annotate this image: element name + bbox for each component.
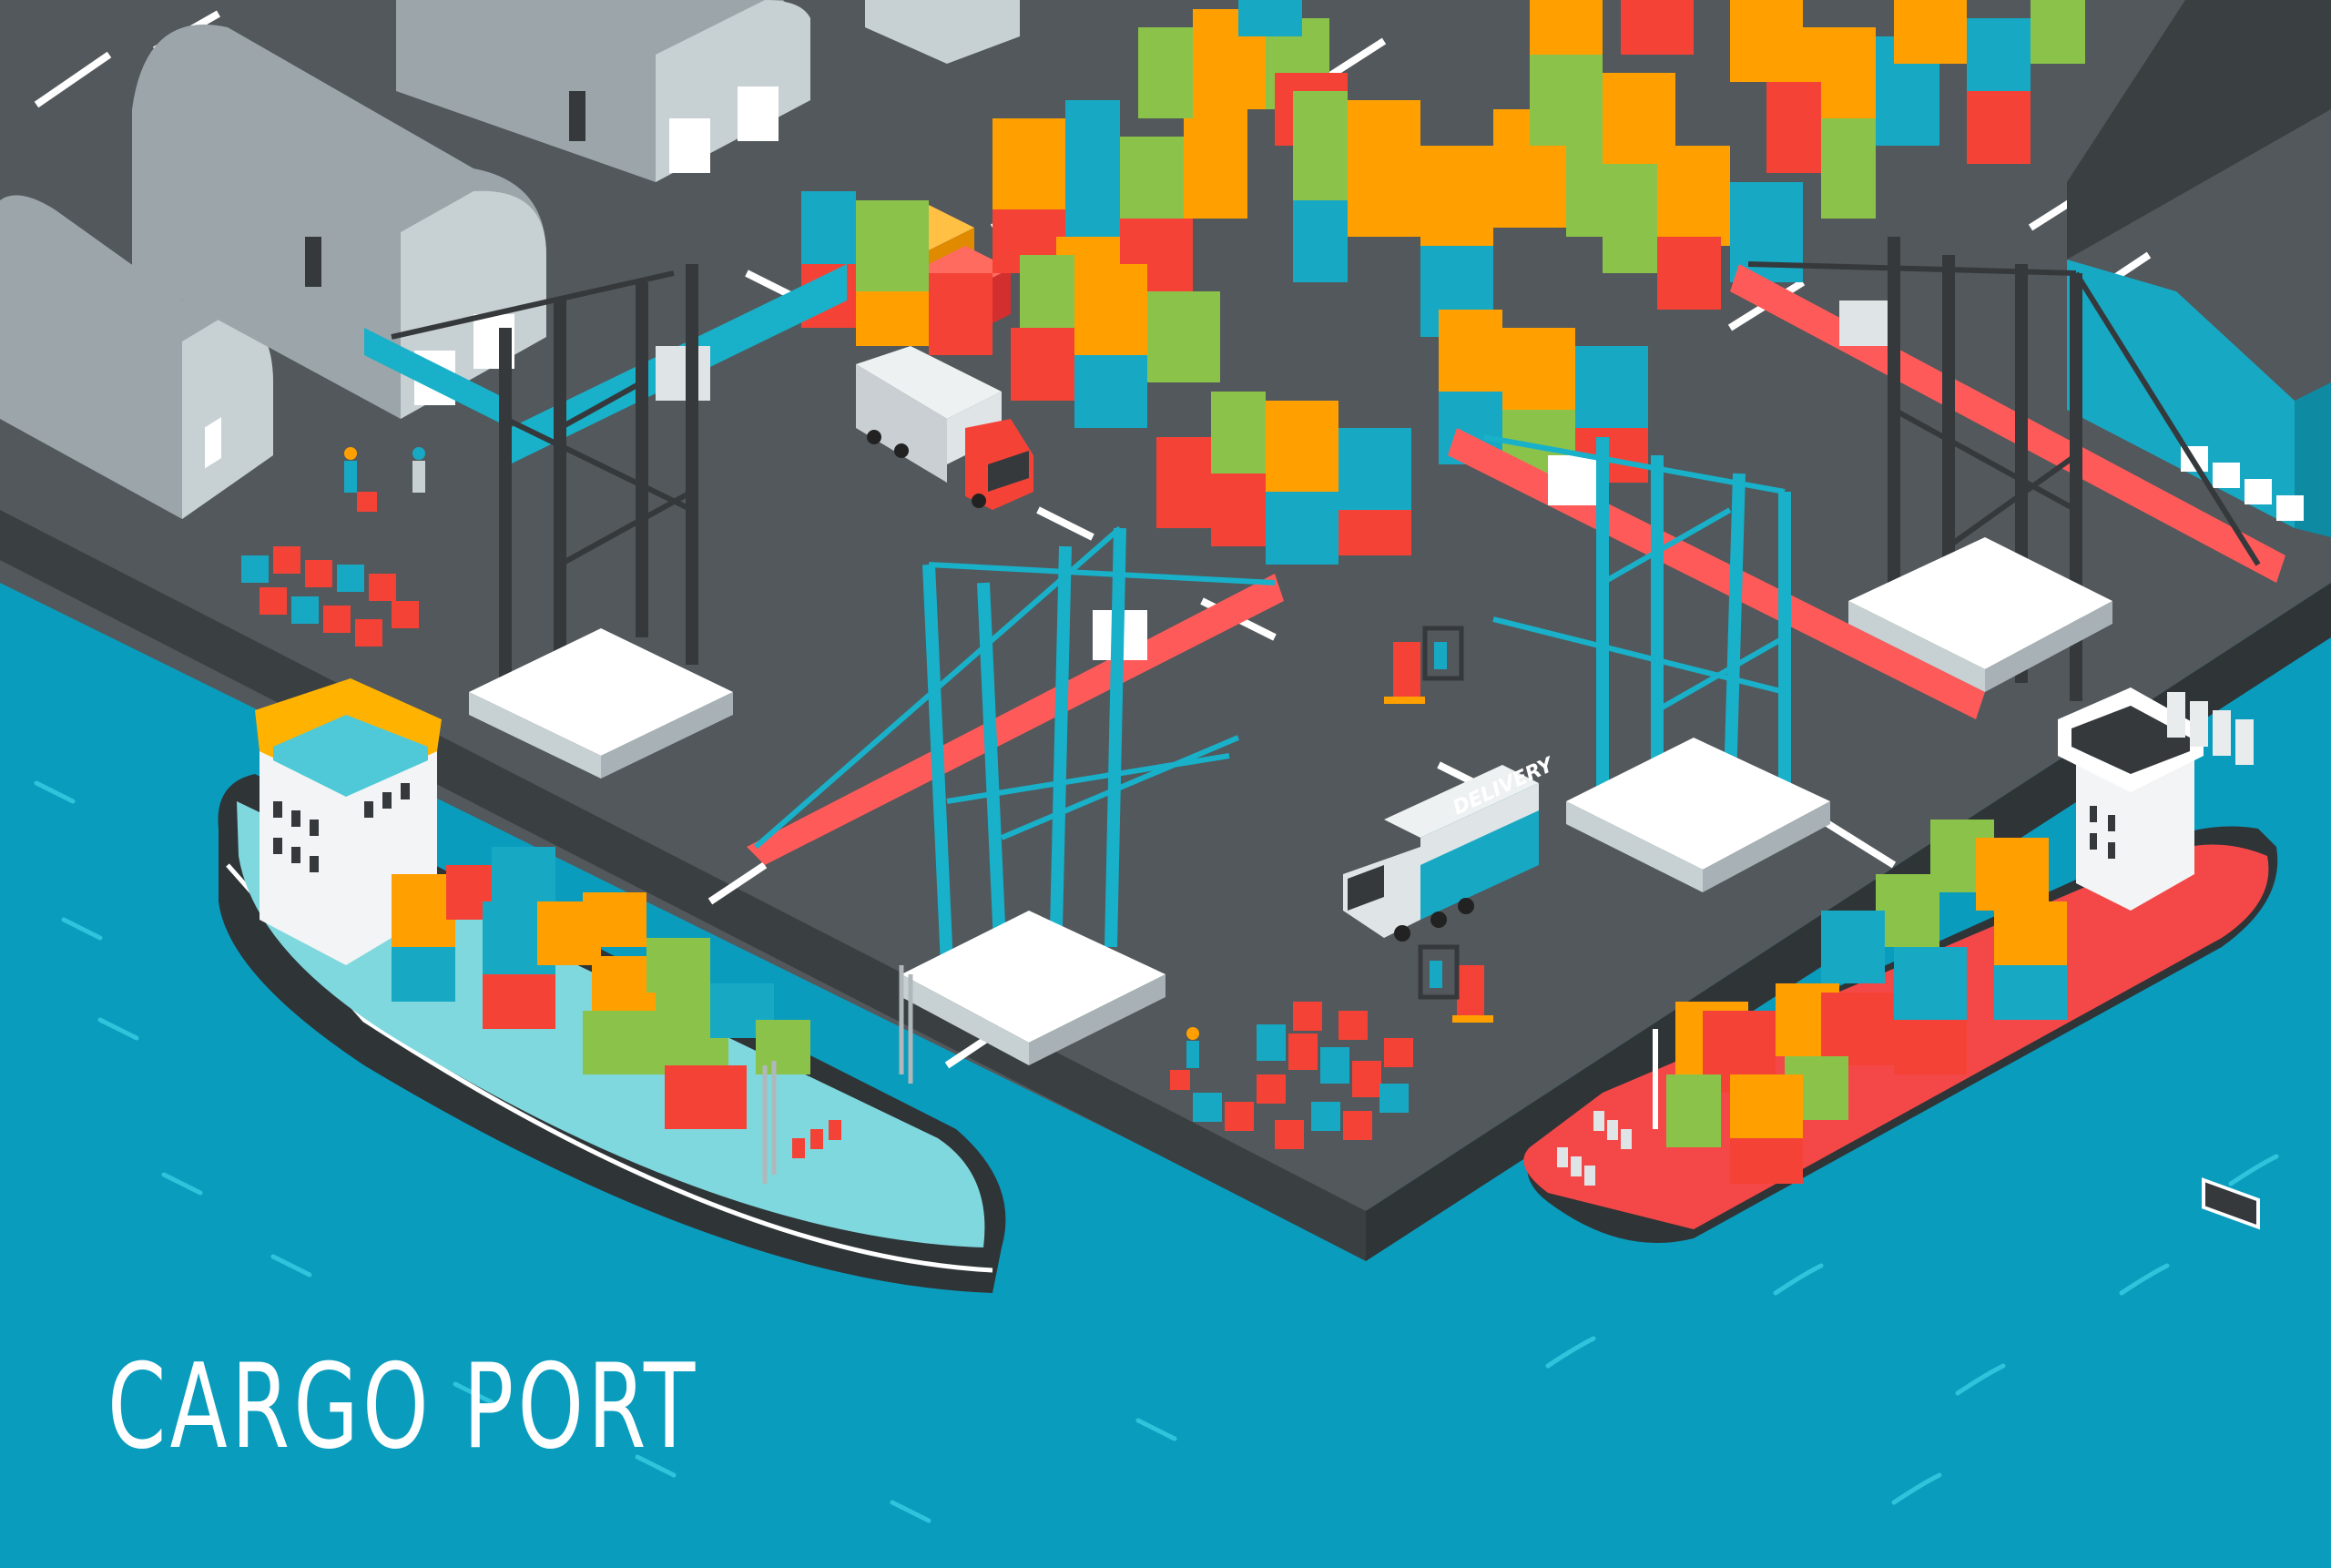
crane-teal-center — [747, 525, 1284, 1065]
cargo-ship-right — [1523, 687, 2278, 1243]
container-stack — [1293, 91, 1621, 337]
crane-dark-left — [364, 264, 847, 779]
hangar — [865, 0, 1020, 64]
hangar — [0, 195, 273, 519]
hangar — [132, 24, 546, 420]
hangar — [396, 0, 810, 182]
water-ripples — [34, 780, 2279, 1523]
container-stack — [992, 100, 1247, 310]
cargo-pile-left — [241, 546, 419, 647]
workers — [344, 447, 1199, 1090]
red-cab-truck — [856, 346, 1033, 510]
forklift — [1384, 626, 1464, 704]
container-stack — [1011, 255, 1220, 428]
hangars — [0, 0, 1020, 519]
crane-dark-right — [1730, 237, 2285, 701]
container-yard — [801, 0, 2085, 565]
ship-containers — [392, 847, 810, 1129]
cargo-ship-left — [218, 678, 1006, 1293]
container-stack — [1894, 0, 2085, 164]
crane-teal-right — [1448, 428, 1985, 892]
ship-containers — [1666, 820, 2067, 1184]
container-stack — [1156, 392, 1411, 565]
blue-warehouse — [2067, 0, 2331, 1230]
cargo-port-title: CARGO PORT — [107, 1339, 699, 1475]
forklift — [1418, 944, 1493, 1023]
container-stack — [1530, 0, 1939, 219]
cargo-pile-bottom — [1193, 1002, 1413, 1149]
